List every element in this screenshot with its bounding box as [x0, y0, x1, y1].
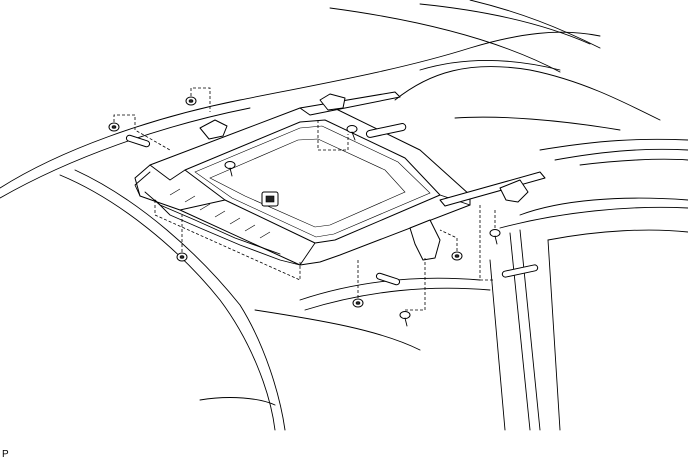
bolts — [224, 125, 501, 327]
bolt-3 — [489, 229, 501, 245]
drain-pins — [125, 123, 539, 286]
front-bracket-right — [409, 219, 441, 261]
drain-pin-front-left — [125, 134, 151, 148]
illustration-code: P — [2, 449, 9, 460]
rear-bracket-left — [319, 93, 346, 111]
nut-4 — [352, 298, 364, 308]
bolt-4 — [399, 311, 411, 327]
nut-2 — [108, 122, 120, 132]
rear-bracket-right — [499, 179, 529, 203]
vehicle-roof-outline — [0, 0, 688, 431]
front-bracket-left — [199, 119, 228, 140]
bolt-2 — [224, 161, 236, 177]
nuts — [108, 96, 463, 308]
nut-3 — [176, 252, 188, 262]
nut-1 — [185, 96, 197, 106]
drain-pin-rear-left — [365, 123, 407, 138]
nut-5 — [451, 251, 463, 261]
drain-pin-front-right — [375, 272, 401, 286]
bolt-1 — [346, 125, 358, 141]
sunroof-housing-frame — [134, 105, 471, 266]
leader-lines — [113, 87, 496, 311]
drain-pin-rear-right — [501, 264, 539, 278]
side-rails — [199, 91, 546, 261]
